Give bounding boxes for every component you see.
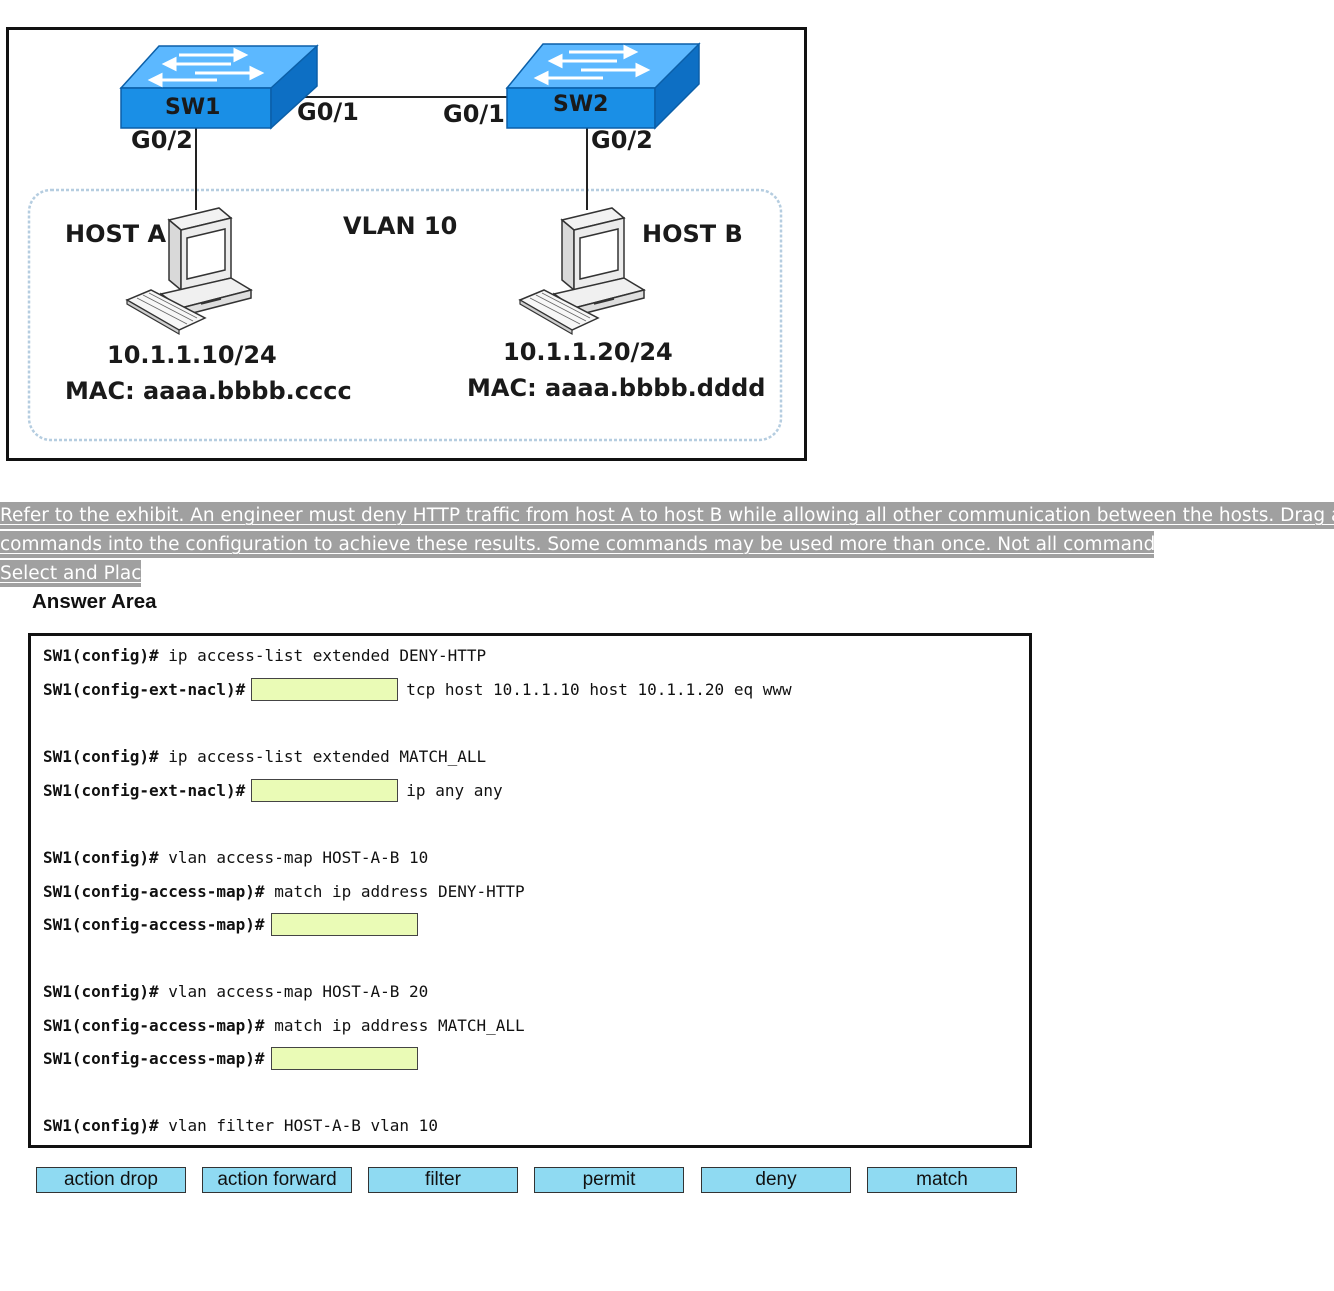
config-line: SW1(config-access-map)# match ip address…: [43, 1013, 525, 1037]
cli-prompt: SW1(config-ext-nacl)#: [43, 780, 246, 800]
topology-drawing: [27, 42, 783, 442]
drop-slot-4[interactable]: [270, 1046, 418, 1070]
cli-command: ip access-list extended DENY-HTTP: [158, 645, 487, 665]
switch-icon: [505, 42, 701, 130]
cli-prompt: SW1(config-access-map)#: [43, 1015, 265, 1035]
config-line: SW1(config-ext-nacl)# ip any any: [43, 778, 503, 802]
switch-icon: [119, 44, 319, 130]
cli-command: tcp host 10.1.1.10 host 10.1.1.20 eq www: [406, 679, 792, 699]
cli-command: match ip address DENY-HTTP: [264, 881, 525, 901]
config-line: SW1(config-access-map)#: [43, 912, 426, 936]
sw1-uplink-port-label: G0/1: [297, 98, 359, 126]
cli-prompt: SW1(config)#: [43, 1115, 159, 1135]
option-action-forward[interactable]: action forward: [202, 1167, 352, 1193]
cli-prompt: SW1(config)#: [43, 981, 159, 1001]
question-line-1: Refer to the exhibit. An engineer must d…: [0, 502, 1334, 529]
option-permit[interactable]: permit: [534, 1167, 684, 1193]
cli-prompt: SW1(config-access-map)#: [43, 881, 265, 901]
network-exhibit: SW1 SW2 G0/1 G0/1 G0/2 G0/2 HOST A VLAN …: [6, 27, 807, 461]
host-a-label: HOST A: [65, 220, 167, 248]
question-line-2: commands into the configuration to achie…: [0, 531, 1154, 558]
vlan-label: VLAN 10: [343, 212, 458, 240]
option-action-drop[interactable]: action drop: [36, 1167, 186, 1193]
answer-area-title: Answer Area: [32, 590, 157, 613]
host-a-ip: 10.1.1.10/24: [107, 341, 277, 369]
cli-prompt: SW1(config)#: [43, 847, 159, 867]
sw1-label: SW1: [165, 95, 221, 120]
option-deny[interactable]: deny: [701, 1167, 851, 1193]
drop-slot-3[interactable]: [270, 912, 418, 936]
cli-prompt: SW1(config)#: [43, 746, 159, 766]
cli-command: vlan access-map HOST-A-B 20: [158, 981, 429, 1001]
cli-command: ip any any: [406, 780, 503, 800]
cli-prompt: SW1(config-access-map)#: [43, 914, 265, 934]
config-line: SW1(config-ext-nacl)# tcp host 10.1.1.10 …: [43, 677, 792, 701]
cli-prompt: SW1(config-ext-nacl)#: [43, 679, 246, 699]
config-line: SW1(config)# vlan filter HOST-A-B vlan 1…: [43, 1113, 438, 1137]
config-box: SW1(config)# ip access-list extended DEN…: [28, 633, 1032, 1148]
question-line-3: Select and Place:: [0, 560, 141, 587]
cli-command: vlan access-map HOST-A-B 10: [158, 847, 429, 867]
sw2-host-port-label: G0/2: [591, 126, 653, 154]
cli-command: vlan filter HOST-A-B vlan 10: [158, 1115, 438, 1135]
config-line: SW1(config)# vlan access-map HOST-A-B 20: [43, 979, 428, 1003]
config-line: SW1(config-access-map)# match ip address…: [43, 879, 525, 903]
config-line: SW1(config)# ip access-list extended DEN…: [43, 643, 486, 667]
cli-command: ip access-list extended MATCH_ALL: [158, 746, 487, 766]
drop-slot-1[interactable]: [251, 677, 399, 701]
sw2-uplink-port-label: G0/1: [443, 100, 505, 128]
vlan-10-area: [27, 188, 783, 442]
config-line: SW1(config-access-map)#: [43, 1046, 426, 1070]
cli-prompt: SW1(config)#: [43, 645, 159, 665]
computer-icon: [125, 207, 253, 336]
option-filter[interactable]: filter: [368, 1167, 518, 1193]
sw2-label: SW2: [553, 92, 609, 117]
cli-prompt: SW1(config-access-map)#: [43, 1048, 265, 1068]
host-b-mac: MAC: aaaa.bbbb.dddd: [467, 374, 766, 402]
host-b-ip: 10.1.1.20/24: [503, 338, 673, 366]
host-a-mac: MAC: aaaa.bbbb.cccc: [65, 377, 352, 405]
cli-command: match ip address MATCH_ALL: [264, 1015, 525, 1035]
config-line: SW1(config)# ip access-list extended MAT…: [43, 744, 486, 768]
host-b-label: HOST B: [642, 220, 743, 248]
drop-slot-2[interactable]: [251, 778, 399, 802]
option-match[interactable]: match: [867, 1167, 1017, 1193]
config-line: SW1(config)# vlan access-map HOST-A-B 10: [43, 845, 428, 869]
computer-icon: [518, 207, 646, 336]
sw1-host-port-label: G0/2: [131, 126, 193, 154]
